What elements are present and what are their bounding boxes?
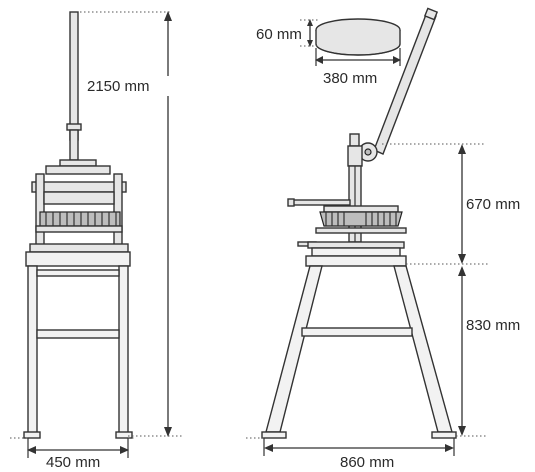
side-table-top bbox=[297, 241, 407, 267]
dough-disc bbox=[315, 18, 401, 56]
disc-diameter-dimension: 380 mm bbox=[315, 48, 401, 87]
front-height-dimension: 2150 mm bbox=[80, 11, 182, 437]
side-legs bbox=[261, 265, 457, 439]
front-handle bbox=[66, 11, 82, 161]
front-view: 2150 mm 450 mm bbox=[10, 11, 182, 471]
disc-diameter-label: 380 mm bbox=[323, 70, 377, 87]
side-view: 60 mm 380 mm bbox=[246, 7, 520, 471]
side-handle-bar bbox=[287, 198, 351, 207]
front-width-dimension: 450 mm bbox=[10, 437, 136, 471]
side-width-label: 860 mm bbox=[340, 454, 394, 471]
side-cutter-head bbox=[315, 205, 407, 234]
disc-height-dimension: 60 mm bbox=[256, 19, 318, 47]
lower-height-dimension: 830 mm bbox=[456, 266, 520, 437]
upper-height-dimension: 670 mm bbox=[382, 143, 520, 265]
upper-height-label: 670 mm bbox=[466, 196, 520, 213]
front-height-label: 2150 mm bbox=[87, 78, 150, 95]
front-width-label: 450 mm bbox=[46, 454, 100, 471]
side-lever bbox=[358, 7, 439, 162]
side-width-dimension: 860 mm bbox=[246, 437, 455, 471]
front-press-head bbox=[29, 159, 129, 253]
front-stand bbox=[23, 251, 133, 439]
lower-height-label: 830 mm bbox=[466, 317, 520, 334]
disc-height-label: 60 mm bbox=[256, 26, 302, 43]
